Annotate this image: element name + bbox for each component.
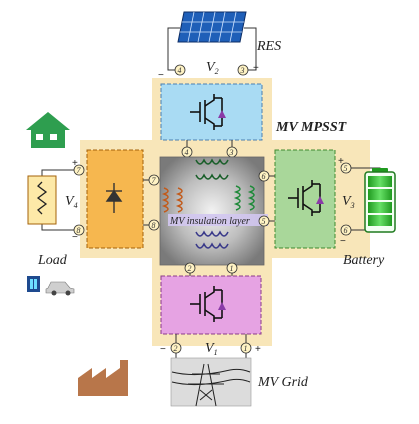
top-converter [160,83,263,141]
terminal-4-outer: 4 [174,64,186,76]
load-resistor [27,175,57,225]
svg-text:1: 1 [230,264,234,273]
svg-text:7: 7 [152,176,157,185]
car-icon [45,281,75,296]
battery-label: Battery [343,253,385,268]
svg-text:6: 6 [344,226,348,235]
terminal-7-outer: 7 [73,164,85,176]
v1-label: V1 [205,341,218,357]
grid-label: MV Grid [257,375,309,390]
terminal-6-outer: 6 [340,224,352,236]
terminal-2-outer: 2 [170,342,182,354]
battery-icon [364,168,396,233]
diode-icon [316,196,324,204]
v3-label: V3 [342,194,355,210]
transformer-core [159,156,268,266]
svg-text:2: 2 [174,344,178,353]
terminal-7-inner: 7 [148,174,160,186]
transmission-tower-icon [170,357,252,407]
svg-text:5: 5 [262,217,266,226]
thyristor-icon [105,183,123,213]
svg-text:3: 3 [240,66,245,75]
house-icon [26,112,70,148]
terminal-5-inner: 5 [258,215,270,227]
igbt-icon [190,94,223,130]
appliance-icon [27,276,40,292]
factory-icon [78,360,128,396]
res-label: RES [256,39,281,54]
svg-text:+: + [253,63,259,74]
solar-panel-icon [177,11,247,43]
svg-text:8: 8 [152,221,156,230]
terminal-4-inner: 4 [181,146,193,158]
terminal-8-inner: 8 [148,219,160,231]
load-label: Load [37,253,68,268]
svg-text:+: + [255,344,261,355]
diode-icon [218,302,226,310]
terminal-8-outer: 8 [73,224,85,236]
svg-text:−: − [340,236,346,247]
terminal-6-inner: 6 [258,170,270,182]
svg-text:3: 3 [229,148,234,157]
insulation-label: MV insulation layer [169,216,250,227]
svg-text:−: − [158,70,164,81]
svg-text:+: + [72,158,78,169]
svg-text:−: − [72,232,78,243]
left-coil-icon [161,187,183,213]
svg-text:−: − [160,344,166,355]
system-label: MV MPSST [275,120,348,135]
v4-label: V4 [65,194,78,210]
svg-text:6: 6 [262,172,266,181]
v2-label: V2 [206,60,219,76]
svg-text:5: 5 [344,164,348,173]
terminal-3-outer: 3 [237,64,249,76]
svg-text:+: + [338,156,344,167]
right-coil-icon [233,185,255,211]
terminal-5-outer: 5 [340,162,352,174]
terminal-1-outer: 1 [240,342,252,354]
terminal-1-inner: 1 [226,262,238,274]
svg-text:7: 7 [77,166,82,175]
diode-icon [218,110,226,118]
svg-text:4: 4 [185,148,189,157]
bottom-coil-icon [195,230,229,249]
bottom-converter [160,275,262,335]
igbt-icon [190,286,223,322]
terminal-3-inner: 3 [226,146,238,158]
svg-text:8: 8 [77,226,81,235]
top-coil-icon [195,158,229,180]
svg-text:4: 4 [178,66,182,75]
svg-text:1: 1 [244,344,248,353]
terminal-2-inner: 2 [184,262,196,274]
left-converter [86,149,144,249]
svg-text:2: 2 [188,264,192,273]
right-converter [274,149,336,249]
